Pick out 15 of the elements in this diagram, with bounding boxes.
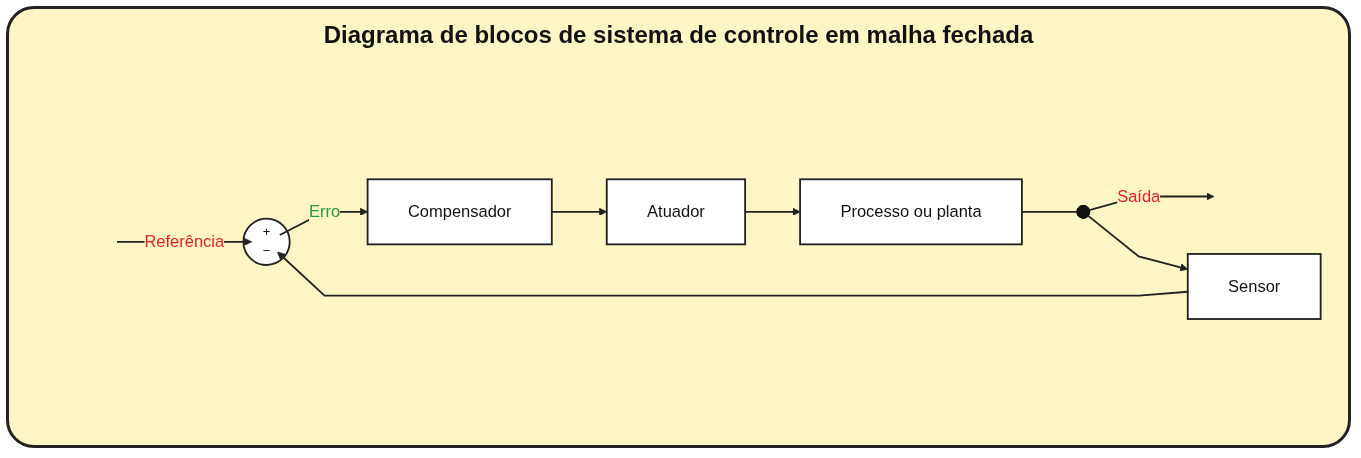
node-circle [242,218,291,267]
edge-label: Referência [144,232,225,251]
arrow [277,251,1189,297]
arrow [1087,215,1189,272]
diagram-title: Diagrama de blocos de sistema de controle em malha fechada [322,21,1035,49]
edge-label: Saída [1117,187,1161,206]
node-box [1186,253,1322,321]
node-box [799,178,1023,246]
edge-label: Erro [308,202,341,221]
node-box [366,178,553,246]
diagram-panel: Diagrama de blocos de sistema de controle em malha fechada + − Compensador Atuador Processo ou planta Sensor Referência Erro Saída [6,6,1351,448]
arrow [744,208,801,217]
node-box [605,178,747,246]
connector [1021,211,1078,214]
arrow [550,208,608,217]
